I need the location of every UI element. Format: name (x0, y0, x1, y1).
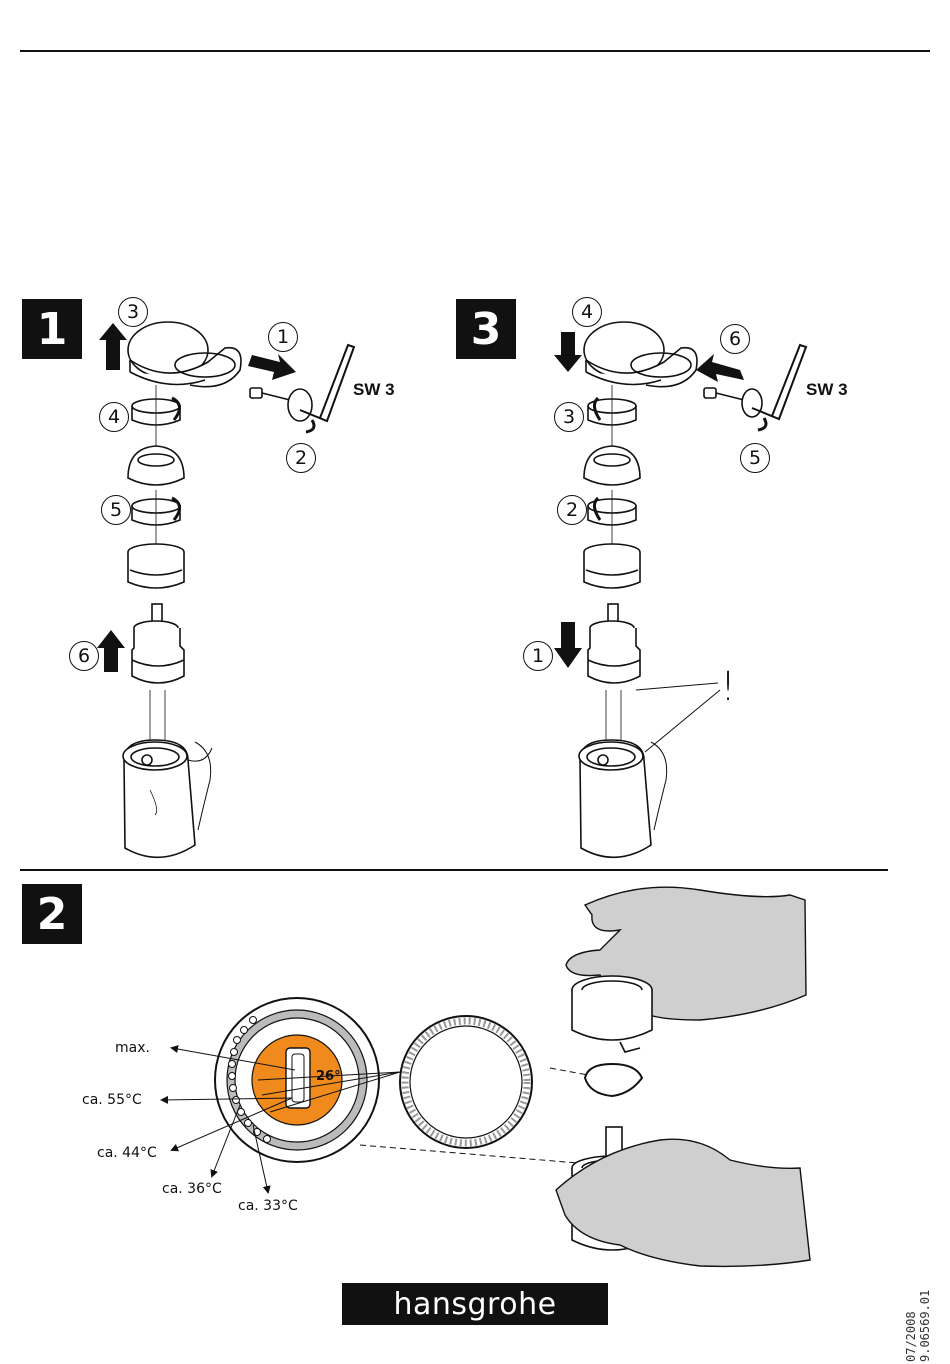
brand-logo: hansgrohe (342, 1283, 608, 1325)
step3-callout-6: 6 (720, 324, 750, 354)
step3-callout-3: 3 (554, 402, 584, 432)
footer-doc-number: 9.06569.01 (918, 1290, 932, 1362)
step3-figure (554, 322, 806, 857)
step3-callout-2: 2 (557, 495, 587, 525)
step1-callout-3: 3 (118, 297, 148, 327)
temp-label-max: max. (115, 1040, 150, 1056)
step3-callout-5: 5 (740, 443, 770, 473)
step1-callout-2: 2 (286, 443, 316, 473)
step3-callout-4: 4 (572, 297, 602, 327)
temp-label-55: ca. 55°C (82, 1092, 142, 1108)
step3-callout-1: 1 (523, 641, 553, 671)
temp-label-36: ca. 36°C (162, 1181, 222, 1197)
footer-date: 07/2008 (904, 1311, 918, 1362)
temp-label-44: ca. 44°C (97, 1145, 157, 1161)
step1-tool-label: SW 3 (353, 380, 395, 400)
step1-callout-4: 4 (99, 402, 129, 432)
step1-callout-6: 6 (69, 641, 99, 671)
temp-label-33: ca. 33°C (238, 1198, 298, 1214)
dial-value: 26° (316, 1069, 341, 1084)
step1-figure (97, 322, 354, 857)
warning-mark: ! (720, 664, 736, 710)
step1-callout-1: 1 (268, 322, 298, 352)
step3-tool-label: SW 3 (806, 380, 848, 400)
step1-callout-5: 5 (101, 495, 131, 525)
